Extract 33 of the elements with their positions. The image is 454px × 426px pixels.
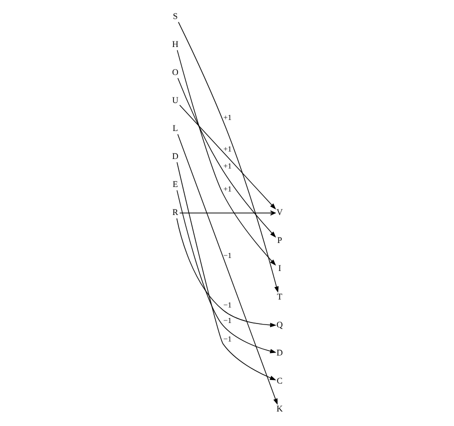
edge-label: +1	[222, 144, 232, 154]
edge-label: +1	[222, 161, 232, 170]
edge-label: −1	[222, 300, 232, 310]
edge-label: +1	[222, 184, 232, 194]
node-text: C	[276, 375, 282, 386]
arrow	[178, 22, 278, 293]
arrow	[176, 134, 278, 405]
edge-label: −1	[222, 334, 232, 344]
node-text: O	[172, 66, 178, 77]
node-text: S	[172, 10, 178, 21]
node-text: Q	[276, 319, 282, 330]
edge-label: +1	[222, 113, 232, 122]
arrow	[176, 162, 276, 380]
arrow	[176, 78, 276, 238]
node-text: P	[276, 235, 282, 246]
node-text: U	[172, 94, 178, 105]
node-text: V	[276, 207, 282, 218]
arrow	[176, 218, 276, 328]
node-text: H	[172, 38, 178, 49]
arrow	[178, 104, 276, 210]
node-text: L	[172, 123, 178, 134]
node-text: R	[172, 207, 178, 218]
node-text: D	[172, 151, 178, 162]
node-text: D	[276, 347, 282, 358]
node-text: K	[276, 403, 282, 414]
arrow	[178, 210, 276, 216]
node-text: I	[278, 263, 281, 274]
node-text: T	[276, 291, 282, 302]
node-text: E	[172, 179, 178, 190]
arrow	[176, 50, 276, 266]
arrow	[176, 190, 276, 354]
edge-label: −1	[222, 316, 232, 326]
edge-label: −1	[222, 250, 232, 260]
